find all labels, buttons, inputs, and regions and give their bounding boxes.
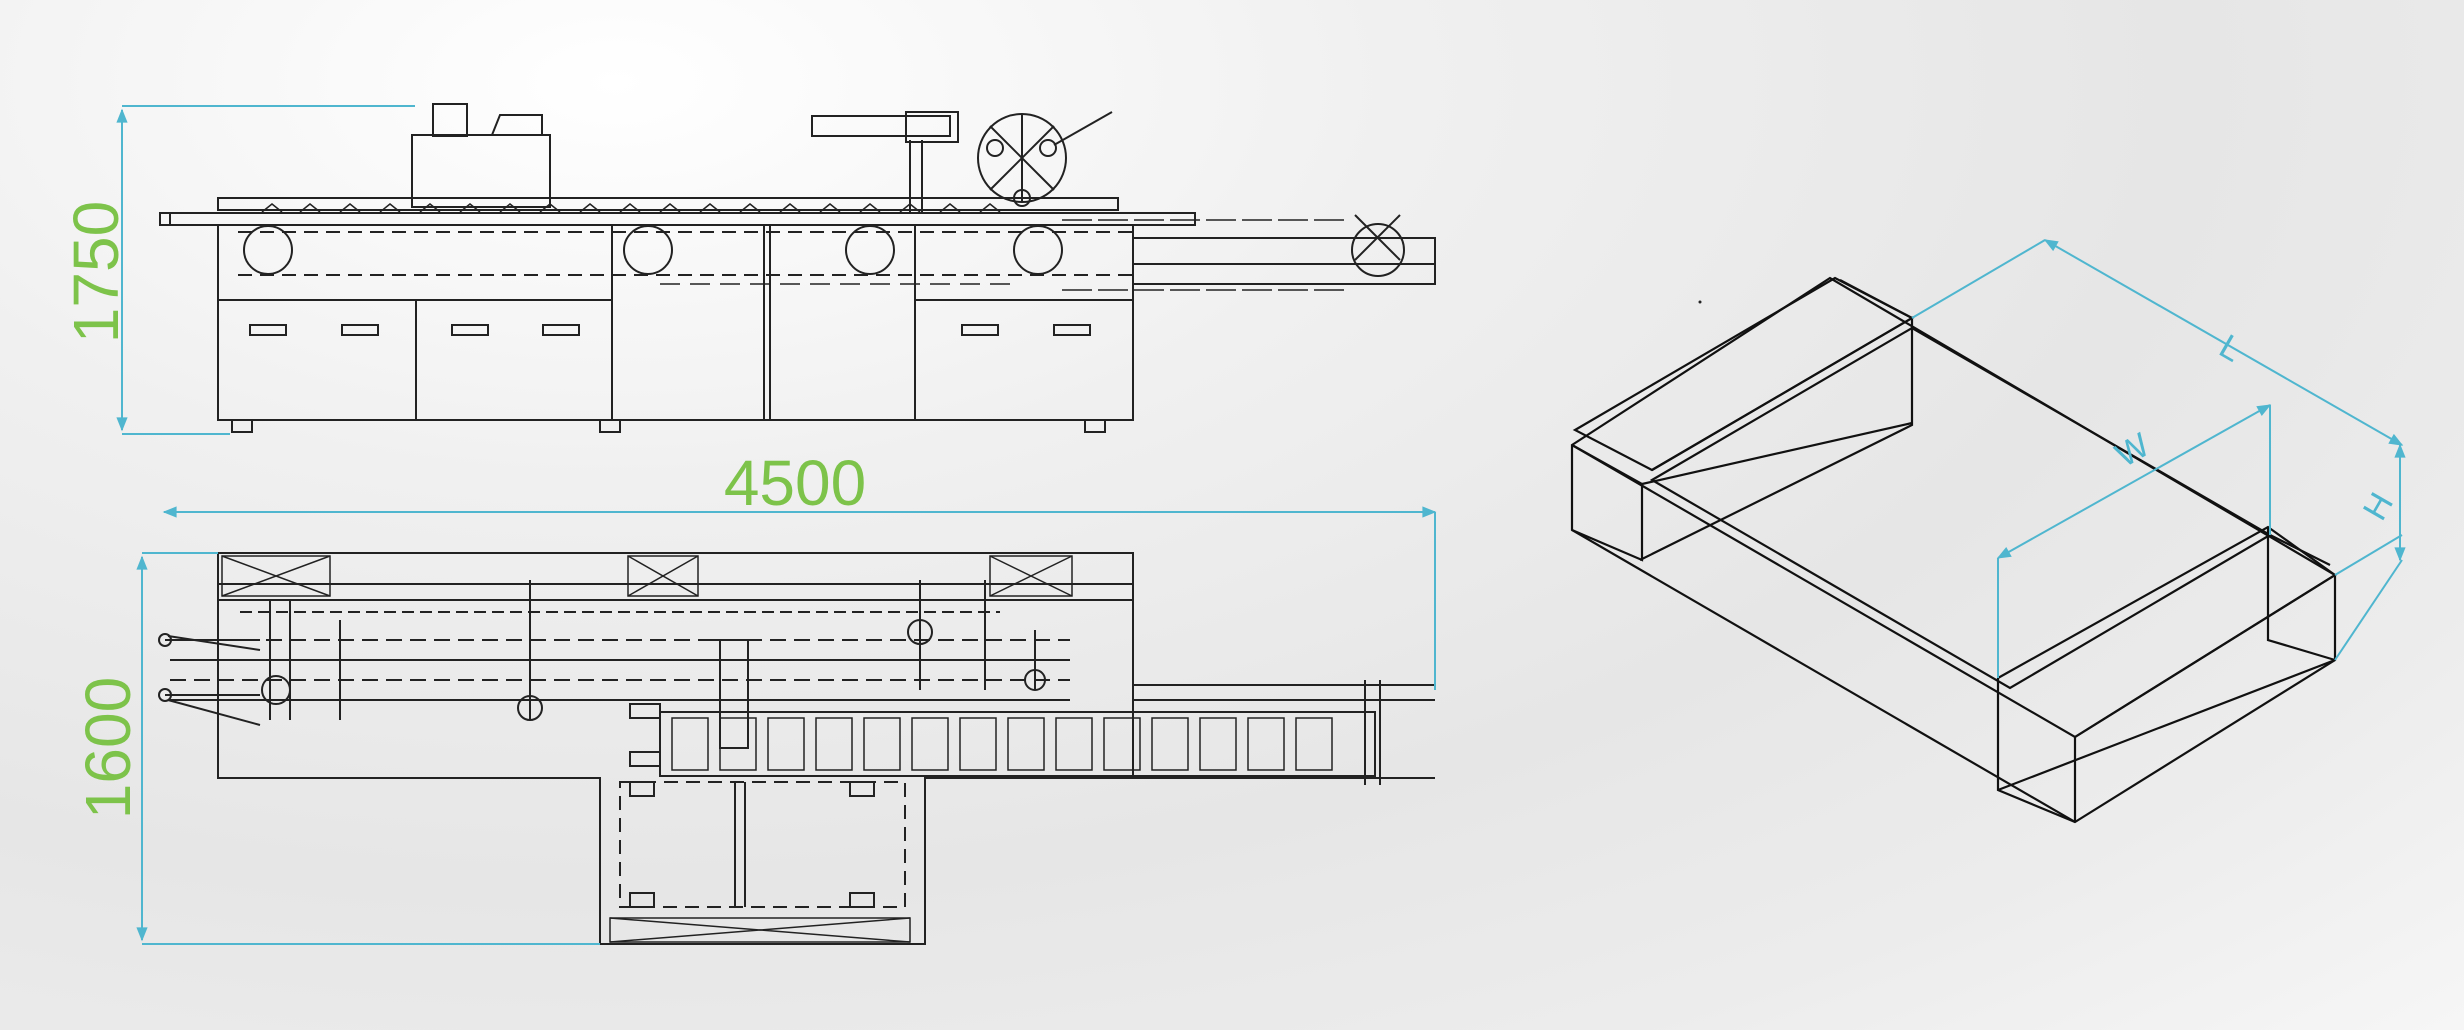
- head-unit: [411, 134, 551, 208]
- carton-width-label: W: [2109, 426, 2156, 475]
- drawer-handles: [249, 324, 1091, 336]
- carton-height-label: H: [2356, 486, 2401, 526]
- carton-dimensions: [1911, 239, 2406, 678]
- cabinet-body: [217, 224, 1134, 421]
- height-dimension: 1750: [60, 105, 415, 435]
- top-plan-view: [158, 552, 1435, 945]
- plan-outline: [217, 552, 1134, 945]
- length-dimension-label: 4500: [724, 447, 866, 519]
- rotary-carousel: [977, 111, 1113, 207]
- top-conveyor-rail: [159, 212, 1196, 226]
- width-dimension: 1600: [72, 512, 1436, 945]
- side-elevation-view: [159, 103, 1436, 433]
- carton-length-label: L: [2213, 327, 2248, 369]
- pocket-conveyor: [659, 711, 1376, 777]
- length-dimension: 4500: [162, 447, 1437, 519]
- x-boxes: [221, 555, 1073, 943]
- height-dimension-label: 1750: [60, 201, 132, 343]
- width-dimension-label: 1600: [72, 677, 144, 819]
